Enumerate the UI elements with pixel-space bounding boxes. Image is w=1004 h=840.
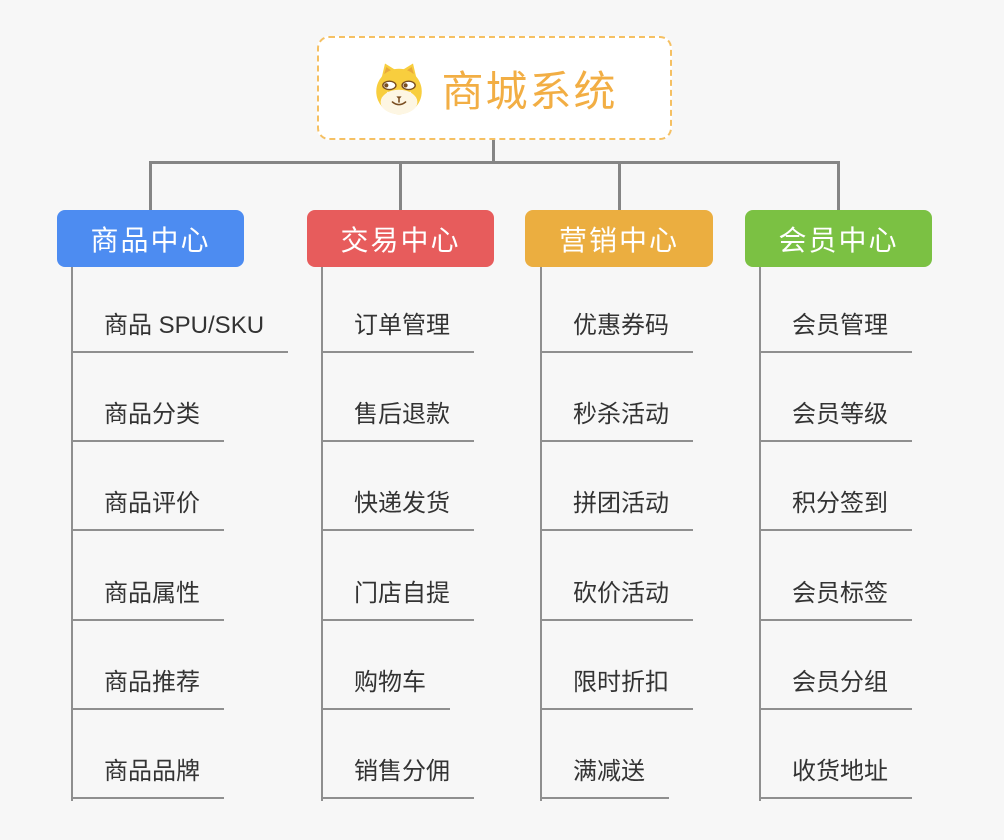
drop-line (399, 161, 402, 210)
leaf-node[interactable]: 砍价活动 (541, 579, 693, 621)
root-title: 商城系统 (441, 67, 618, 115)
leaf-node[interactable]: 会员管理 (760, 311, 912, 353)
leaf-node[interactable]: 秒杀活动 (541, 400, 693, 442)
leaf-node[interactable]: 快递发货 (322, 489, 474, 531)
leaf-node[interactable]: 会员标签 (760, 579, 912, 621)
leaf-node[interactable]: 限时折扣 (541, 668, 693, 710)
leaf-node[interactable]: 订单管理 (322, 311, 474, 353)
leaf-node[interactable]: 收货地址 (760, 757, 912, 799)
branch-trade-center[interactable]: 交易中心 (307, 210, 494, 267)
leaf-node[interactable]: 商品评价 (72, 489, 224, 531)
leaf-node[interactable]: 积分签到 (760, 489, 912, 531)
branch-marketing-center[interactable]: 营销中心 (525, 210, 713, 267)
leaf-node[interactable]: 购物车 (322, 668, 450, 710)
shiba-dog-icon (371, 60, 427, 116)
leaf-node[interactable]: 会员分组 (760, 668, 912, 710)
drop-line (837, 161, 840, 210)
leaf-node[interactable]: 门店自提 (322, 579, 474, 621)
leaf-node[interactable]: 商品推荐 (72, 668, 224, 710)
drop-line (618, 161, 621, 210)
branch-spine-line (321, 267, 323, 801)
leaf-node[interactable]: 售后退款 (322, 400, 474, 442)
root-connector-line (492, 140, 495, 164)
branch-spine-line (540, 267, 542, 801)
root-node[interactable]: 商城系统 (317, 36, 672, 140)
leaf-node[interactable]: 会员等级 (760, 400, 912, 442)
branch-member-center[interactable]: 会员中心 (745, 210, 932, 267)
leaf-node[interactable]: 销售分佣 (322, 757, 474, 799)
drop-line (149, 161, 152, 210)
branch-spine-line (759, 267, 761, 801)
branch-product-center[interactable]: 商品中心 (57, 210, 244, 267)
leaf-node[interactable]: 满减送 (541, 757, 669, 799)
leaf-node[interactable]: 商品属性 (72, 579, 224, 621)
leaf-node[interactable]: 商品分类 (72, 400, 224, 442)
branch-spine-line (71, 267, 73, 801)
branch-bus-line (149, 161, 840, 164)
leaf-node[interactable]: 商品 SPU/SKU (72, 311, 289, 353)
leaf-node[interactable]: 优惠券码 (541, 311, 693, 353)
leaf-node[interactable]: 商品品牌 (72, 757, 224, 799)
leaf-node[interactable]: 拼团活动 (541, 489, 693, 531)
